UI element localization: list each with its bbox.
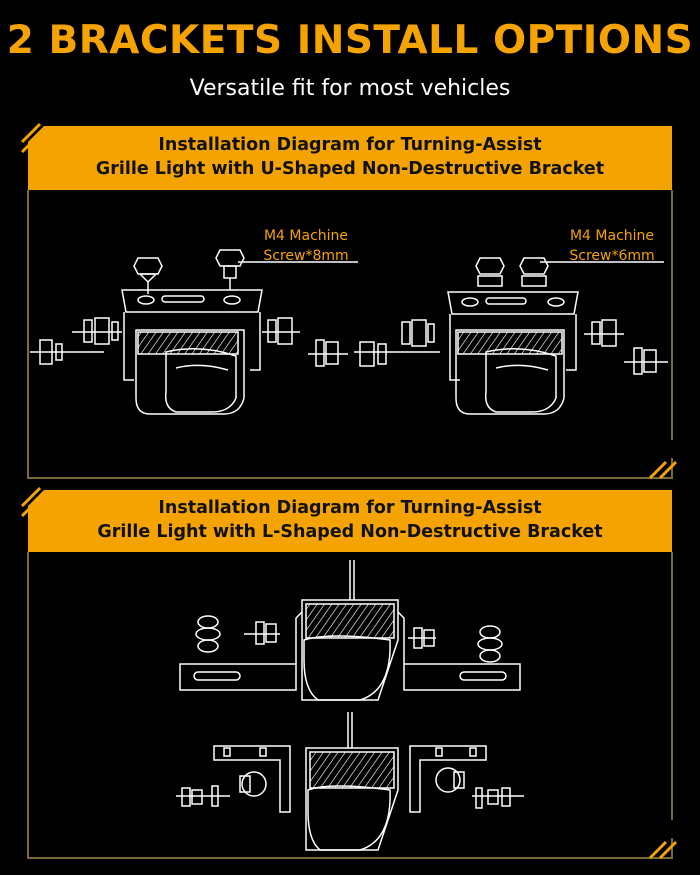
u-bracket-light-right bbox=[354, 257, 668, 415]
panel-l-heading: Installation Diagram for Turning-Assist … bbox=[30, 496, 670, 544]
panel-u-heading-line2: Grille Light with U-Shaped Non-Destructi… bbox=[95, 159, 605, 179]
screw-6mm-label: M4 Machine Screw*6mm bbox=[556, 226, 668, 266]
l-bracket-assembly-bottom bbox=[176, 712, 524, 851]
panel-u-header-bar bbox=[28, 126, 672, 190]
panel-u-heading: Installation Diagram for Turning-Assist … bbox=[30, 133, 670, 181]
side-nut-washer-right bbox=[262, 317, 348, 367]
m4-screw-6mm-icon bbox=[475, 257, 549, 287]
panel-u-heading-line1: Installation Diagram for Turning-Assist bbox=[158, 135, 542, 155]
screw-6mm-label-line1: M4 Machine bbox=[569, 228, 655, 244]
screw-6mm-label-line2: Screw*6mm bbox=[569, 248, 655, 264]
side-nut-washer-right-2 bbox=[584, 319, 668, 375]
screw-8mm-label-line1: M4 Machine bbox=[263, 228, 349, 244]
panel-l-heading-line2: Grille Light with L-Shaped Non-Destructi… bbox=[97, 522, 603, 542]
l-bracket-assembly-top bbox=[179, 560, 521, 701]
page-subtitle: Versatile fit for most vehicles bbox=[189, 76, 511, 101]
panel-l-corner-stripes bbox=[20, 486, 678, 860]
knob-fastener-left bbox=[176, 771, 267, 807]
side-nut-washer-left-2 bbox=[354, 319, 440, 367]
panel-l-heading-line1: Installation Diagram for Turning-Assist bbox=[158, 498, 542, 518]
page-title: 2 BRACKETS INSTALL OPTIONS bbox=[6, 18, 694, 63]
screw-8mm-label-line2: Screw*8mm bbox=[263, 248, 349, 264]
panel-u-corner-stripes bbox=[20, 122, 678, 480]
m4-screw-8mm-icon bbox=[133, 249, 245, 294]
l-bracket-fastener-right bbox=[408, 625, 503, 663]
u-bracket-light-left bbox=[30, 249, 348, 415]
screw-8mm-label: M4 Machine Screw*8mm bbox=[250, 226, 362, 266]
l-bracket-fastener-left bbox=[195, 615, 280, 653]
side-nut-washer-left bbox=[30, 317, 122, 365]
panel-l-header-bar bbox=[28, 490, 672, 552]
knob-fastener-right bbox=[435, 767, 524, 809]
